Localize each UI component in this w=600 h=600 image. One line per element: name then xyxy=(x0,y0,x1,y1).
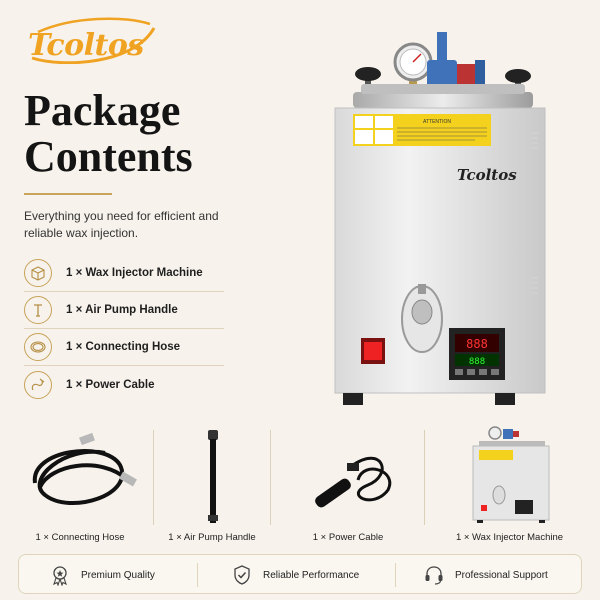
item-wax-injector-machine: 1 × Wax Injector Machine xyxy=(427,425,592,545)
list-item: 1 × Wax Injector Machine xyxy=(24,255,224,292)
list-item: 1 × Connecting Hose xyxy=(24,329,224,366)
item-label: 1 × Air Pump Handle xyxy=(168,532,256,543)
item-air-pump-handle: 1 × Air Pump Handle xyxy=(156,425,268,545)
item-power-cable: 1 × Power Cable xyxy=(273,425,423,545)
divider xyxy=(153,430,154,525)
item-label: 1 × Wax Injector Machine xyxy=(455,532,564,543)
list-item-label: 1 × Connecting Hose xyxy=(66,341,181,353)
title-line-2: Contents xyxy=(24,132,193,181)
title-underline xyxy=(24,193,112,195)
feature-label: Premium Quality xyxy=(81,569,155,581)
svg-text:888: 888 xyxy=(466,337,488,351)
headset-icon xyxy=(425,566,443,585)
list-item-label: 1 × Air Pump Handle xyxy=(66,304,178,316)
machine-brand-text: Tcoltos xyxy=(457,166,517,184)
divider xyxy=(424,430,425,525)
item-label: 1 × Connecting Hose xyxy=(35,532,125,543)
list-item: 1 × Power Cable xyxy=(24,366,224,403)
feature-label: Professional Support xyxy=(455,569,548,581)
feature-premium-quality: Premium Quality xyxy=(49,555,155,595)
divider xyxy=(395,563,396,587)
page-title: Package Contents xyxy=(24,88,324,180)
warning-label-text: ATTENTION xyxy=(423,119,451,125)
list-item-label: 1 × Wax Injector Machine xyxy=(66,267,203,279)
feature-label: Reliable Performance xyxy=(263,569,360,581)
title-line-1: Package xyxy=(24,86,181,135)
item-label: 1 × Power Cable xyxy=(312,532,384,543)
contents-list: 1 × Wax Injector Machine 1 × Air Pump Ha… xyxy=(24,255,224,403)
wax-injector-thumbnail xyxy=(472,426,550,523)
divider xyxy=(270,430,271,525)
logo-swoosh-icon xyxy=(31,17,156,64)
feature-reliable-performance: Reliable Performance xyxy=(231,555,359,595)
subtitle: Everything you need for efficient and re… xyxy=(24,209,219,240)
hose-image xyxy=(32,432,137,505)
feature-bar: Premium Quality Reliable Performance Pro… xyxy=(18,554,582,594)
list-item: 1 × Air Pump Handle xyxy=(24,292,224,329)
air-pump-handle-image xyxy=(208,430,218,523)
power-cable-image xyxy=(315,456,392,508)
box-icon xyxy=(24,259,52,287)
item-connecting-hose: 1 × Connecting Hose xyxy=(10,425,150,545)
wax-injector-machine-image: ATTENTION Tcoltos 888 888 xyxy=(334,32,546,405)
pump-icon xyxy=(24,296,52,324)
medal-icon xyxy=(53,566,67,586)
list-item-label: 1 × Power Cable xyxy=(66,378,155,391)
package-items-row: 1 × Connecting Hose 1 × Air Pump Handle … xyxy=(0,425,600,545)
shield-check-icon xyxy=(234,565,250,585)
plug-icon xyxy=(24,370,52,399)
logo-text: Tcoltos xyxy=(28,28,144,63)
hose-icon xyxy=(24,333,52,361)
feature-professional-support: Professional Support xyxy=(423,555,548,595)
divider xyxy=(197,563,198,587)
svg-text:888: 888 xyxy=(469,357,485,367)
